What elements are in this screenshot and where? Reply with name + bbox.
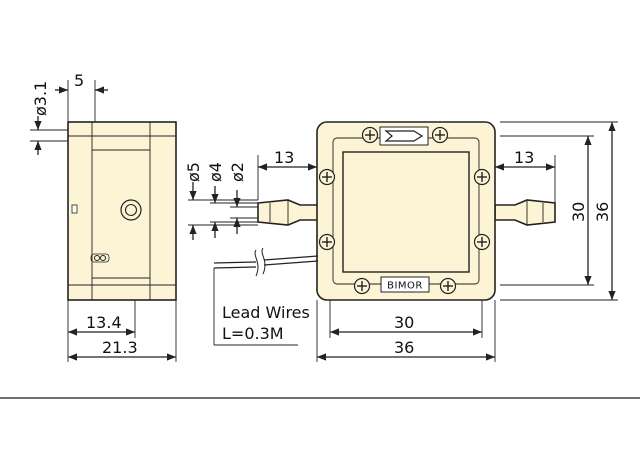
- lead-wire-callout: Lead Wires L=0.3M: [213, 268, 310, 346]
- flow-arrow-icon: [384, 130, 424, 142]
- port-outer-diameter-label: ø5: [184, 162, 203, 182]
- break-mark-icon: [254, 249, 259, 277]
- outer-height-label: 36: [593, 202, 612, 222]
- depth-label: 13.4: [86, 313, 122, 332]
- diaphragm-window: [342, 151, 470, 273]
- left-port: [257, 199, 321, 226]
- screw-icon: [431, 126, 449, 144]
- side-view: [67, 121, 177, 301]
- right-port: [494, 199, 556, 226]
- lead-wires-label: Lead Wires: [222, 303, 310, 322]
- brand-plate: [380, 276, 430, 293]
- inner-width-label: 30: [394, 313, 414, 332]
- lead-length-label: L=0.3M: [222, 324, 284, 343]
- side-view-dimensions: 5 ø3.1 13.4 21.3: [30, 71, 177, 362]
- width-label: 21.3: [102, 338, 138, 357]
- right-port-length-label: 13: [514, 148, 534, 167]
- inner-height-label: 30: [569, 202, 588, 222]
- port-mid-diameter-label: ø4: [206, 162, 225, 182]
- screw-icon: [318, 233, 336, 251]
- mounting-hole-icon: [120, 199, 142, 221]
- sensor-body: [316, 121, 496, 301]
- hole-diameter-label: ø3.1: [31, 81, 50, 116]
- front-view: BIMOR: [213, 121, 556, 301]
- screw-icon: [473, 233, 491, 251]
- screw-icon: [473, 168, 491, 186]
- screw-icon: [353, 277, 371, 295]
- port-dimensions: ø5 ø4 ø2 13 13: [184, 148, 556, 240]
- hole-offset-label: 5: [74, 71, 84, 90]
- screw-icon: [318, 168, 336, 186]
- screw-icon: [361, 126, 379, 144]
- left-port-length-label: 13: [274, 148, 294, 167]
- lead-wire: [213, 255, 319, 264]
- side-view-body: [67, 121, 177, 301]
- brand-label: BIMOR: [387, 281, 423, 292]
- outer-width-label: 36: [394, 338, 414, 357]
- port-inner-diameter-label: ø2: [228, 162, 247, 182]
- screw-icon: [439, 277, 457, 295]
- flow-direction-tag: [379, 126, 429, 146]
- front-view-dimensions: 30 36 30 36: [316, 121, 618, 362]
